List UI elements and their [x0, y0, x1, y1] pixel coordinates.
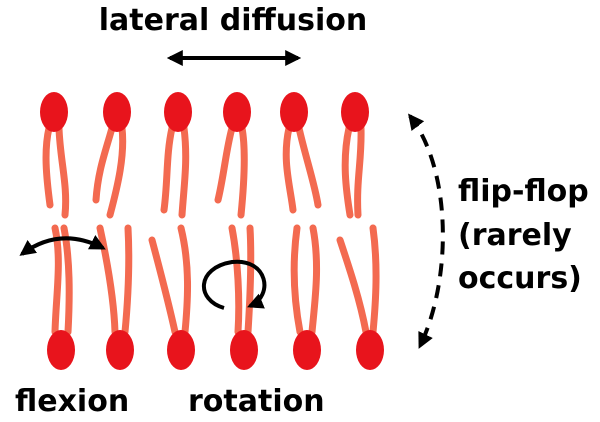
lower-tail [51, 224, 62, 336]
lower-tail [308, 224, 321, 336]
lower-leaflet-tails [51, 224, 380, 336]
flexion-arrow [19, 235, 106, 256]
rotation-label: rotation [188, 384, 325, 419]
flip-flop-note-line2: occurs) [458, 261, 582, 296]
upper-head [40, 92, 68, 132]
upper-head [164, 92, 192, 132]
upper-tail [160, 124, 176, 214]
upper-head [103, 92, 131, 132]
flip-flop-label: flip-flop [458, 174, 589, 209]
upper-tail [354, 124, 365, 219]
upper-head [341, 92, 369, 132]
upper-tail [42, 124, 54, 209]
upper-tail [282, 124, 297, 214]
upper-tail [55, 124, 70, 219]
flip-flop-arrow [408, 113, 445, 349]
upper-tail [295, 124, 322, 209]
upper-tail [92, 124, 116, 204]
lower-tail [60, 224, 73, 336]
lower-tail [177, 224, 192, 336]
flexion-label: flexion [15, 384, 129, 419]
lower-tail [290, 224, 304, 336]
upper-leaflet-tails [42, 124, 365, 219]
flip-flop-note-line1: (rarely [458, 218, 572, 253]
lower-tail [244, 224, 255, 336]
lower-head [293, 330, 321, 370]
upper-tail [237, 124, 248, 219]
lower-head [356, 330, 384, 370]
upper-head [280, 92, 308, 132]
lower-tail [336, 236, 370, 336]
lower-head [230, 330, 258, 370]
lower-tail [228, 224, 243, 336]
rotation-arrow [202, 259, 267, 310]
lower-leaflet-heads [47, 330, 384, 370]
upper-head [223, 92, 251, 132]
upper-tail [214, 124, 236, 204]
upper-tail [106, 124, 127, 219]
lower-head [106, 330, 134, 370]
lower-tail [369, 224, 380, 336]
lower-head [167, 330, 195, 370]
lower-tail [96, 224, 119, 336]
upper-tail [178, 124, 190, 219]
lower-head [47, 330, 75, 370]
lateral-diffusion-label: lateral diffusion [99, 3, 368, 38]
upper-leaflet-heads [40, 92, 369, 132]
lower-tail [121, 224, 133, 336]
lower-tail [148, 236, 179, 336]
upper-tail [341, 124, 354, 219]
